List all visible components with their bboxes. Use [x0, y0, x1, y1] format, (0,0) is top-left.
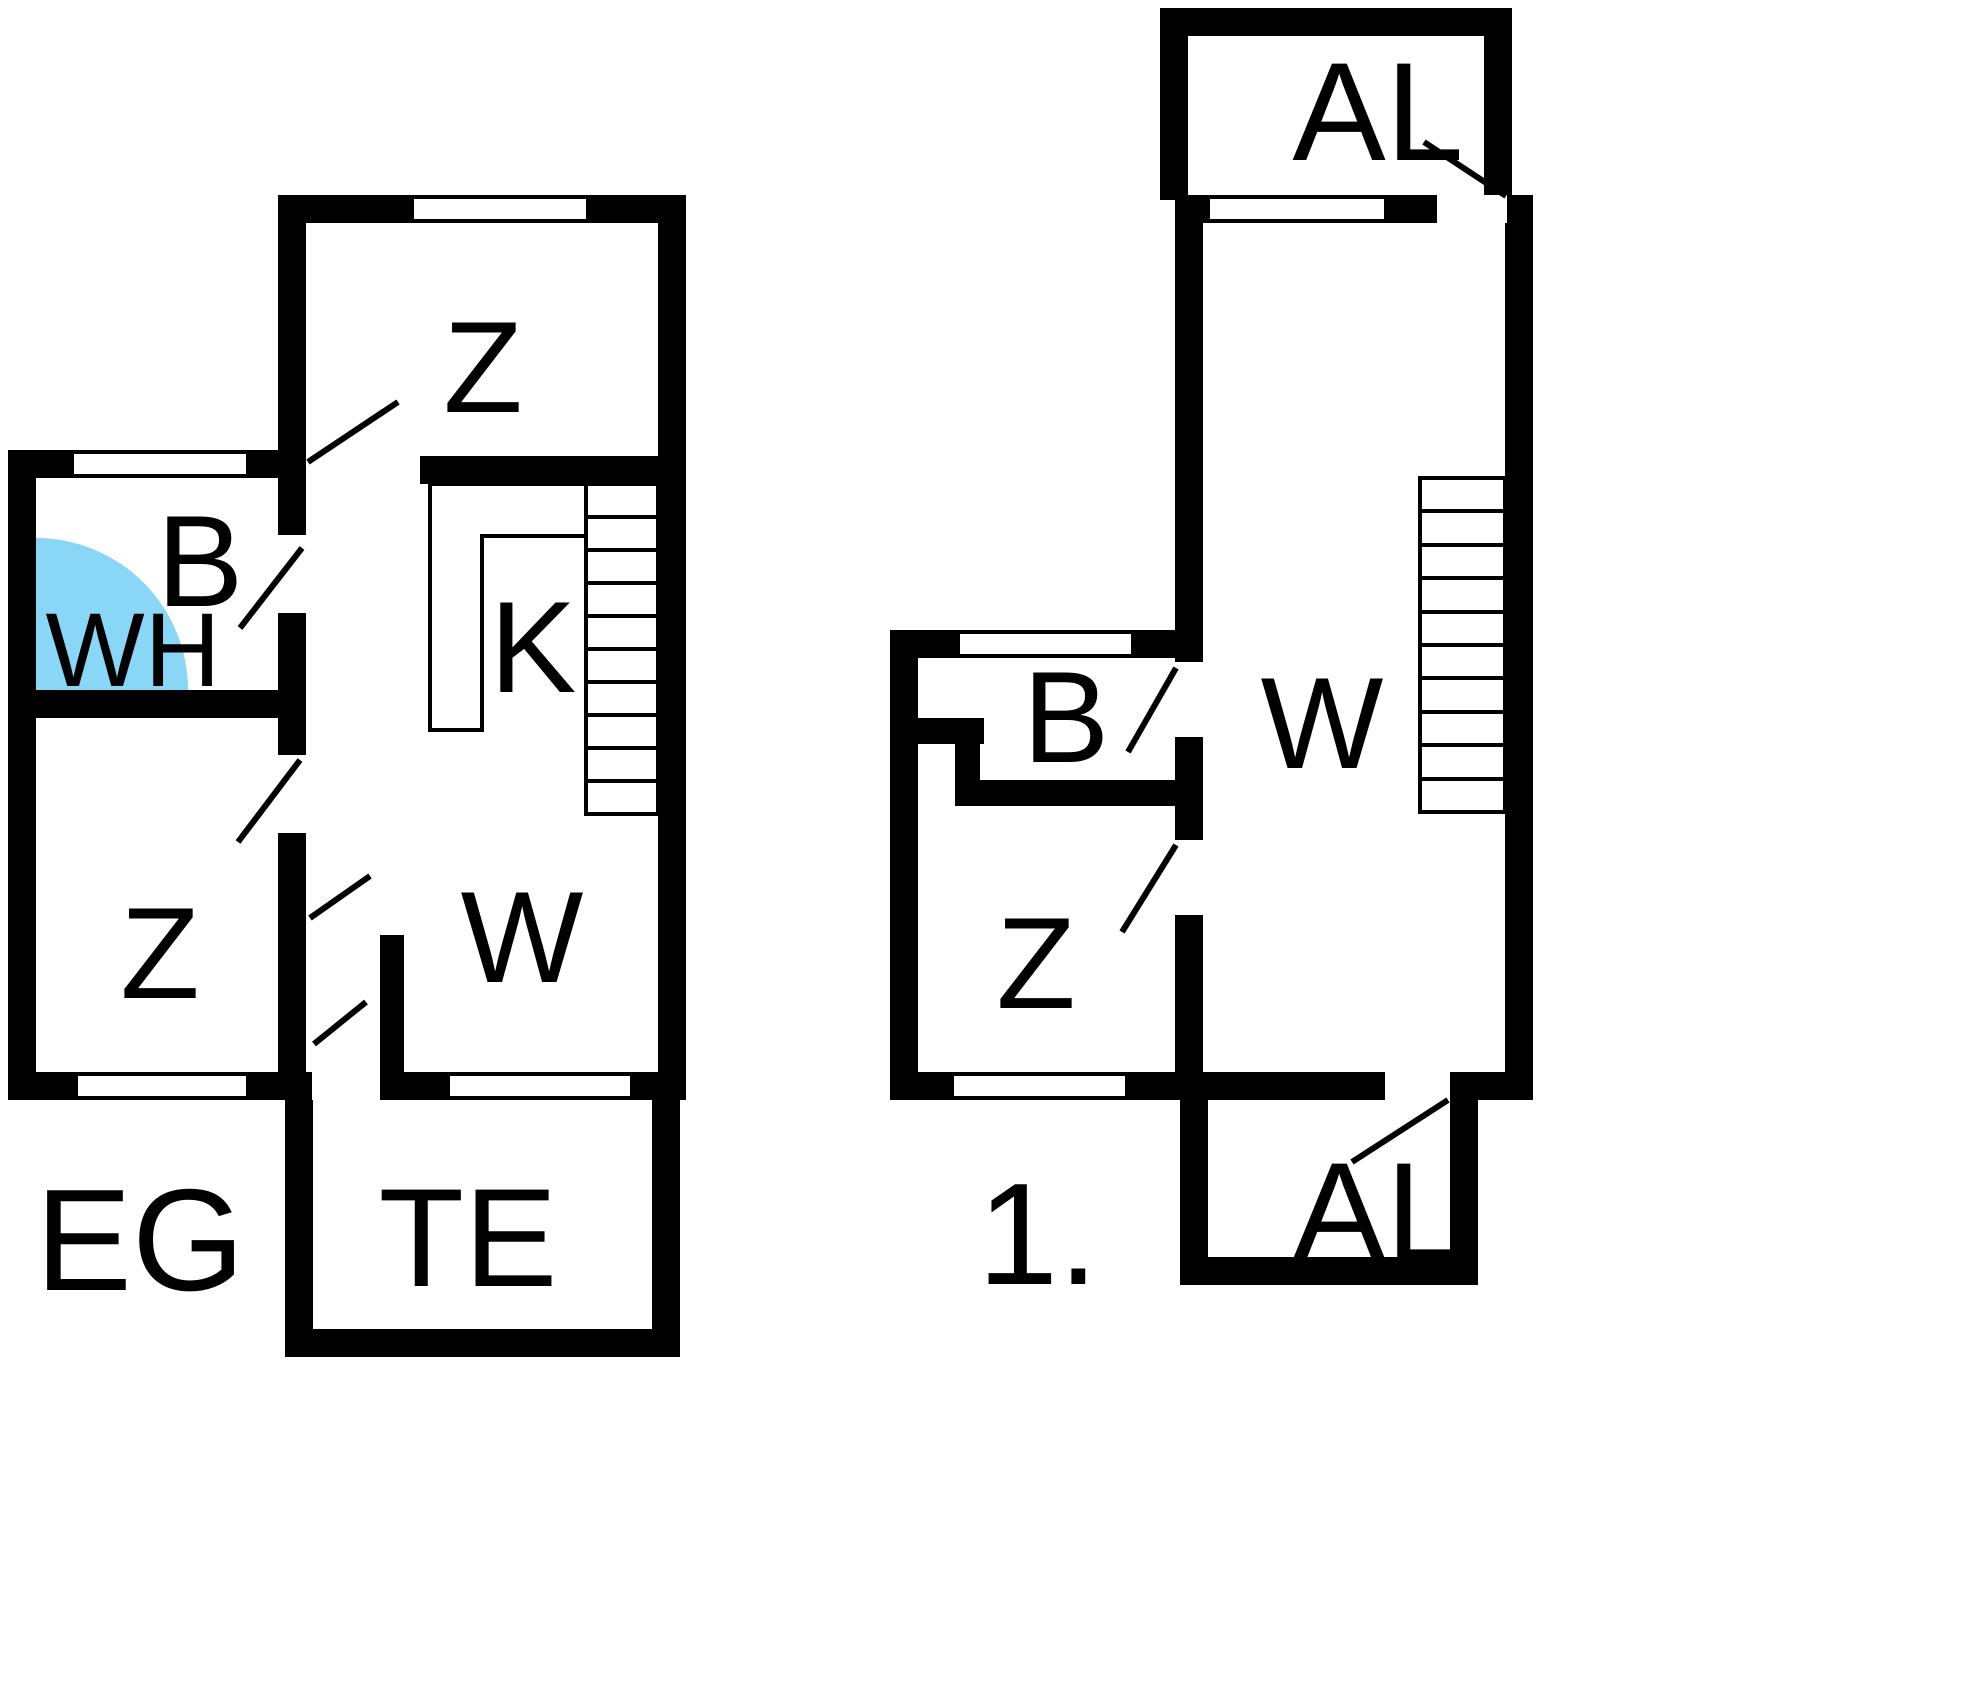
ground-hall-stub-wall [380, 935, 404, 1100]
ground-living-room-window [446, 1072, 634, 1100]
upper-balcony-top-door-swing [1422, 139, 1508, 199]
ground-bath-window [70, 450, 250, 478]
upper-interior-walls [918, 718, 1175, 806]
ground-terrace-door-swing [312, 999, 368, 1047]
ground-bedroom-top-door-swing [306, 399, 400, 465]
ground-bedroom-top-label: Z [443, 294, 522, 440]
upper-outer-walls [890, 8, 1533, 1285]
upper-bath-door-swing [1125, 666, 1179, 754]
upper-bedroom-door-swing [1119, 843, 1179, 934]
upper-living-room-window [1206, 195, 1388, 223]
upper-balcony-top-walls [1160, 8, 1512, 200]
upper-bedroom-label: Z [996, 890, 1075, 1036]
ground-terrace-walls [285, 1095, 680, 1357]
ground-fixtures [428, 482, 660, 816]
ground-bath-label: B [157, 488, 244, 634]
upper-bath-door-opening [1175, 662, 1203, 737]
ground-windows [70, 195, 634, 1100]
upper-door-openings [1175, 195, 1507, 1100]
upper-door-swings [1119, 139, 1508, 1165]
upper-bath-label: B [1023, 644, 1110, 790]
upper-windows [950, 195, 1388, 1100]
ground-labels: Z B WH Z K W TE EG [35, 294, 583, 1321]
ground-interior-walls [8, 456, 686, 1100]
upper-balcony-bottom-door-opening [1385, 1072, 1450, 1100]
upper-labels: AL B W Z AL 1. [978, 33, 1464, 1315]
upper-balcony-bottom-label: AL [1292, 1133, 1463, 1290]
upper-bath-window [956, 630, 1135, 658]
upper-bedroom-window [950, 1072, 1129, 1100]
upper-bath-divider-wall-right [955, 780, 1175, 806]
upper-balcony-bottom-door-swing [1350, 1097, 1450, 1165]
water-heater-label: WH [46, 592, 221, 709]
ground-bedroom-left-window [74, 1072, 250, 1100]
upper-balcony-bottom-walls [1180, 1095, 1478, 1285]
ground-floor-label: EG [35, 1159, 245, 1321]
kitchen-label: K [490, 574, 577, 720]
ground-living-room-label: W [461, 864, 584, 1010]
ground-bath-bedroom-divider-wall [8, 690, 306, 718]
upper-bedroom-door-opening [1175, 840, 1203, 915]
upper-balcony-top-door-opening [1437, 195, 1507, 223]
ground-bedroom-top-window [410, 195, 590, 223]
ground-outer-walls [8, 195, 686, 1357]
ground-living-room-door-swing [308, 873, 372, 921]
ground-door-swings [235, 399, 400, 1047]
ground-bath-door-swing [237, 546, 305, 630]
upper-floor-label: 1. [978, 1153, 1099, 1315]
ground-bedroom-top-bottom-wall [420, 456, 686, 484]
terrace-label: TE [379, 1159, 558, 1316]
upper-stairs [1418, 476, 1507, 814]
water-heater-highlight [36, 538, 188, 690]
upper-living-room-label: W [1261, 650, 1384, 796]
ground-bedroom-left-label: Z [120, 880, 199, 1026]
ground-bedroom-left-door-swing [235, 758, 303, 844]
upper-balcony-top-label: AL [1292, 33, 1463, 190]
ground-terrace-door-opening [312, 1072, 380, 1100]
